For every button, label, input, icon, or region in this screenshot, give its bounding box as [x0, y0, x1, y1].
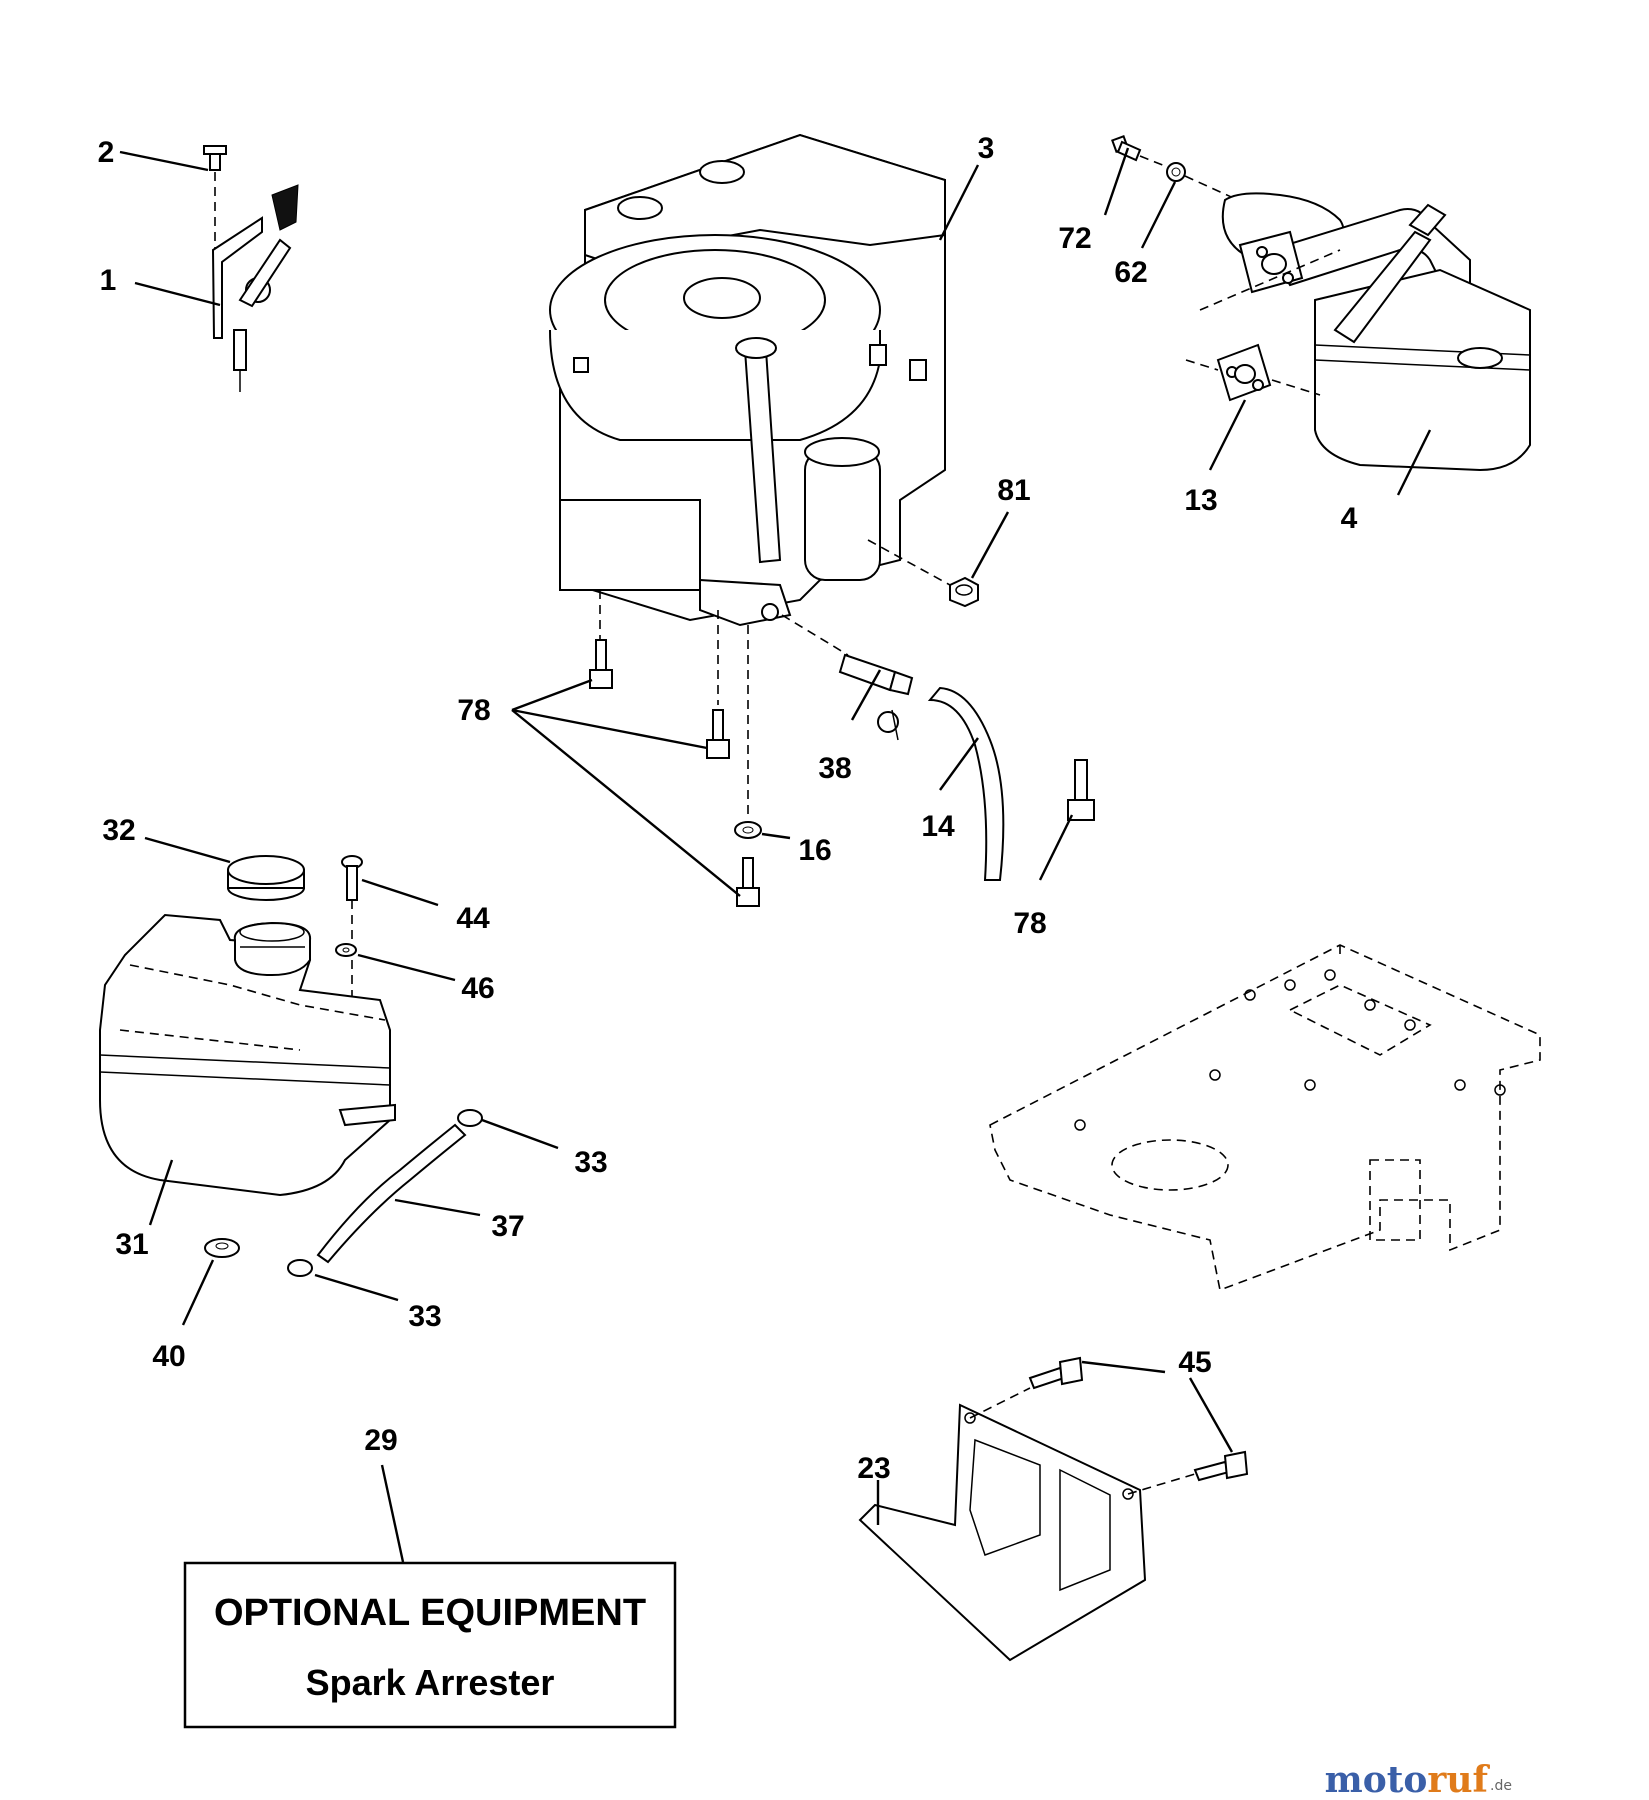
- callout-23: 23: [857, 1452, 890, 1485]
- fuel-cap: [227, 855, 305, 901]
- heat-shield: [858, 1403, 1147, 1662]
- callout-40: 40: [152, 1340, 185, 1373]
- callout-37: 37: [491, 1210, 524, 1243]
- optional-equipment-subtitle: Spark Arrester: [306, 1662, 555, 1703]
- leader-lines: [119, 147, 1432, 1563]
- callout-1: 1: [100, 264, 117, 297]
- callout-14: 14: [921, 810, 955, 843]
- bolt: [1067, 759, 1095, 821]
- throttle-control: [203, 145, 299, 392]
- muffler-assembly: [1111, 135, 1531, 472]
- hose-clamp: [457, 1109, 483, 1127]
- callout-32: 32: [102, 814, 135, 847]
- callout-78-right: 78: [1013, 907, 1046, 940]
- callout-72: 72: [1058, 222, 1091, 255]
- callout-45: 45: [1178, 1346, 1211, 1379]
- callout-4: 4: [1341, 502, 1358, 535]
- callout-3: 3: [978, 132, 995, 165]
- watermark-brand-a: moto: [1325, 1759, 1428, 1800]
- flange-bolt: [1193, 1450, 1249, 1482]
- callout-labels: 1 2 3 4 13 14 16 23 29 31 32 33 33 37 38…: [98, 132, 1358, 1485]
- hose-clamp: [287, 1259, 313, 1277]
- tractor-frame: [989, 944, 1541, 1292]
- watermark-logo: motoruf .de: [1325, 1759, 1512, 1800]
- bolt: [736, 857, 760, 907]
- callout-62: 62: [1114, 256, 1147, 289]
- callout-44: 44: [456, 902, 490, 935]
- callout-13: 13: [1184, 484, 1217, 517]
- engine: [549, 133, 946, 627]
- callout-33-upper: 33: [574, 1146, 607, 1179]
- screw: [341, 855, 363, 901]
- optional-equipment-title: OPTIONAL EQUIPMENT: [214, 1592, 646, 1634]
- grommet: [204, 1238, 240, 1258]
- callout-16: 16: [798, 834, 831, 867]
- flange-bolt: [1028, 1356, 1084, 1390]
- washer: [335, 943, 357, 957]
- callout-78-left: 78: [457, 694, 490, 727]
- callout-33-lower: 33: [408, 1300, 441, 1333]
- bolt: [706, 709, 730, 759]
- callout-31: 31: [115, 1228, 148, 1261]
- callout-29: 29: [364, 1424, 397, 1457]
- svg-text:motoruf: motoruf: [1325, 1759, 1491, 1800]
- fuel-filter: [838, 653, 914, 741]
- watermark-suffix: .de: [1490, 1778, 1512, 1794]
- callout-81: 81: [997, 474, 1030, 507]
- callout-46: 46: [461, 972, 494, 1005]
- callout-2: 2: [98, 136, 115, 169]
- fuel-hose: [927, 686, 1005, 881]
- fuel-tank: [99, 913, 396, 1197]
- watermark-brand-b: ruf: [1427, 1759, 1490, 1800]
- fuel-line: [316, 1123, 467, 1264]
- bolt: [589, 639, 613, 689]
- lock-washer: [734, 821, 762, 839]
- optional-equipment-box: OPTIONAL EQUIPMENT Spark Arrester: [183, 1561, 677, 1729]
- hex-nut: [949, 576, 979, 608]
- callout-38: 38: [818, 752, 851, 785]
